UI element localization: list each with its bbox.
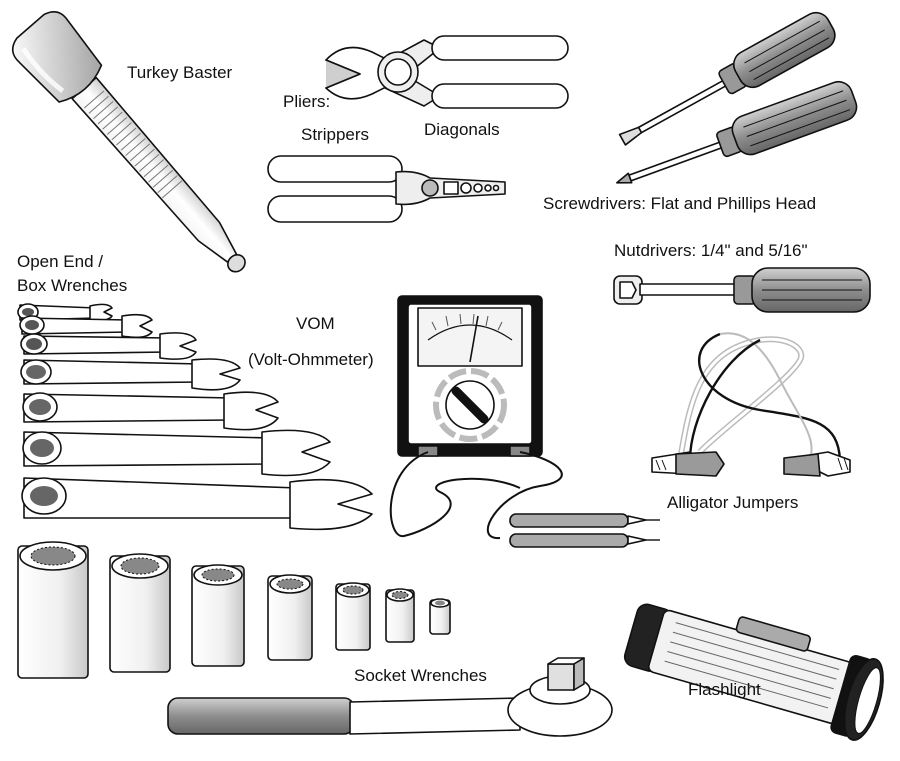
flat-screwdriver-icon (618, 11, 836, 146)
diagonal-pliers-icon (325, 35, 569, 109)
wrench-set-icon (17, 303, 373, 531)
flashlight-label: Flashlight (688, 680, 761, 699)
screwdrivers-label: Screwdrivers: Flat and Phillips Head (543, 194, 817, 213)
turkey-baster-icon (11, 11, 246, 273)
vom-meter-icon (389, 295, 660, 548)
alligator-jumpers-label: Alligator Jumpers (667, 493, 799, 512)
wrenches-label-line2: Box Wrenches (17, 276, 128, 295)
pliers-label: Pliers: (283, 92, 331, 111)
phillips-screwdriver-icon (616, 80, 858, 184)
flashlight-icon (623, 603, 884, 741)
vom-label: VOM (296, 314, 335, 333)
vom-sublabel: (Volt-Ohmmeter) (248, 350, 374, 369)
wrenches-label-line1: Open End / (17, 252, 104, 271)
nutdriver-icon (613, 267, 871, 313)
ratchet-handle-icon (167, 657, 613, 737)
socket-set-icon (17, 541, 451, 679)
turkey-baster-label: Turkey Baster (127, 63, 233, 82)
alligator-jumpers-icon (651, 332, 851, 477)
strippers-label: Strippers (301, 125, 370, 144)
stripper-pliers-icon (267, 155, 506, 223)
nutdrivers-label: Nutdrivers: 1/4" and 5/16" (614, 241, 808, 260)
diagonals-label: Diagonals (424, 120, 500, 139)
socket-wrenches-label: Socket Wrenches (354, 666, 487, 685)
